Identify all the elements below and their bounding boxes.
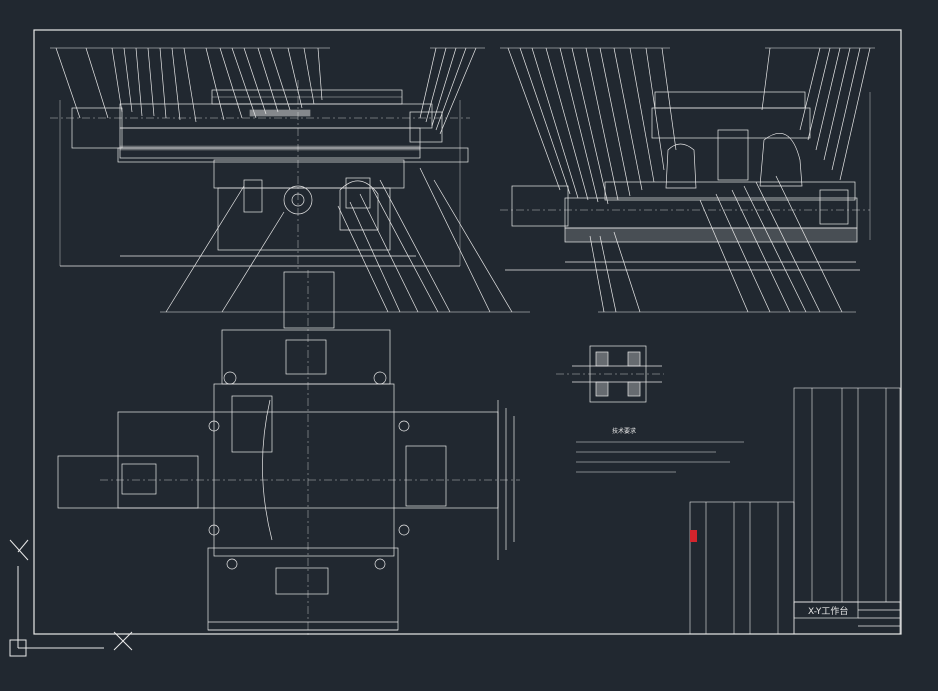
drawing-title: X-Y工作台 xyxy=(808,605,848,617)
drawing-frame xyxy=(33,29,902,635)
highlighted-part-row-marker xyxy=(690,530,697,542)
bearing-detail-view[interactable] xyxy=(556,345,664,403)
top-plan-view[interactable] xyxy=(57,270,520,635)
technical-requirements-heading: 技术要求 xyxy=(612,427,636,435)
title-block[interactable]: X-Y工作台 xyxy=(793,601,901,635)
side-section-view[interactable] xyxy=(500,47,871,313)
front-section-view[interactable] xyxy=(50,47,513,313)
technical-requirements-note: 技术要求 xyxy=(576,427,744,473)
part-balloons xyxy=(50,47,875,313)
ucs-icon xyxy=(9,539,133,657)
y-axis-glyph xyxy=(9,539,29,561)
